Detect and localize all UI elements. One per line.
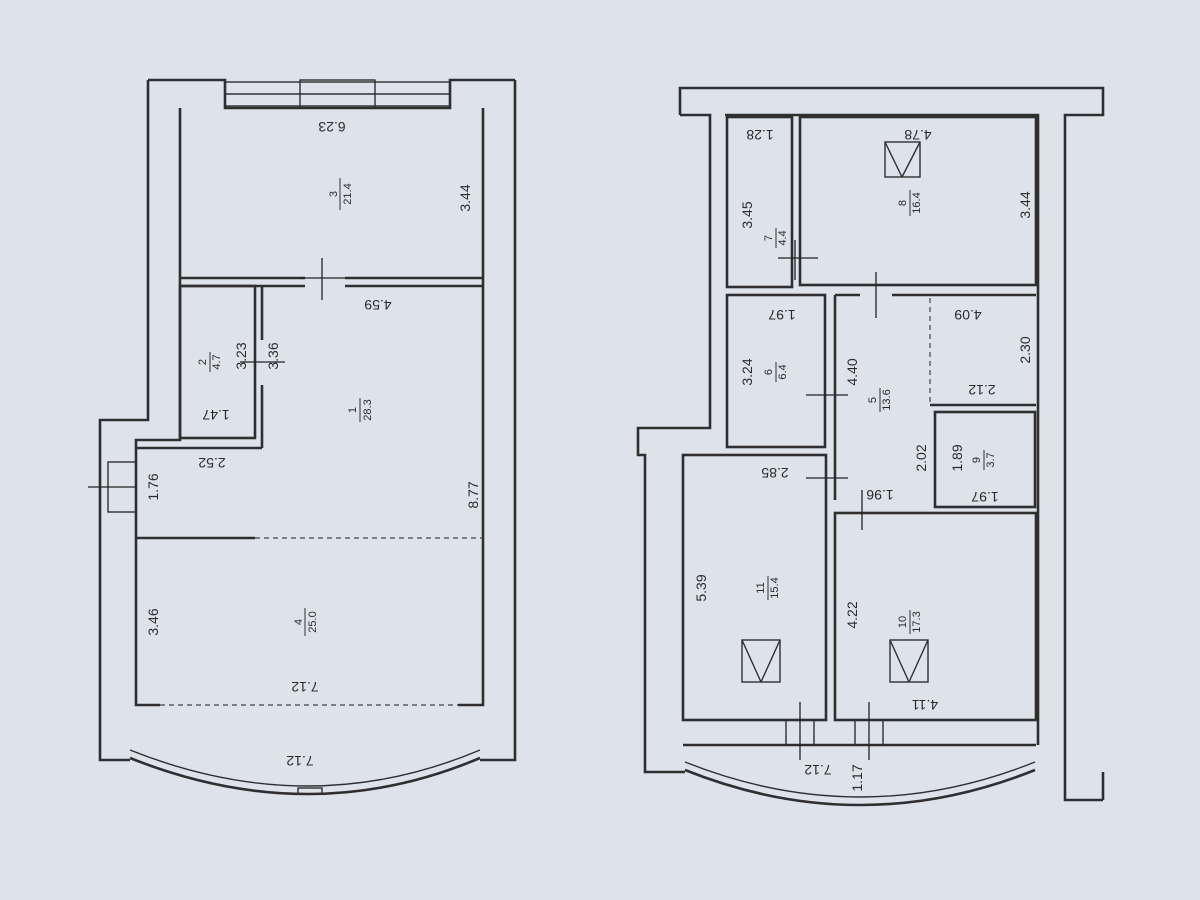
right-balcony-depth: 1.17 [849, 764, 865, 791]
room-7-depth: 3.45 [739, 201, 755, 228]
room-6-walls [725, 293, 827, 449]
room-7-number: 7 [763, 235, 775, 241]
room-7-walls [725, 115, 794, 289]
room-6-number: 6 [763, 369, 775, 375]
left-balcony-marker [297, 787, 323, 795]
room-10-ventilation [889, 639, 929, 683]
room-9-number: 9 [971, 457, 983, 463]
entrance-width: 1.76 [145, 473, 161, 500]
room-5-area: 13.6 [881, 389, 893, 410]
room-5-passage-depth: 2.02 [913, 444, 929, 471]
left-inner-perimeter-right [458, 108, 485, 707]
room-1-width: 4.59 [364, 297, 391, 313]
room-6-depth: 3.24 [739, 358, 755, 385]
right-outer-wall-left [636, 113, 712, 774]
left-outer-wall [98, 80, 150, 762]
room-9-width: 1.97 [971, 489, 998, 505]
room-1-number: 1 [347, 407, 359, 413]
room-10-depth: 4.22 [844, 601, 860, 628]
room-5-depth: 4.40 [844, 358, 860, 385]
room-5-side-depth: 2.30 [1017, 336, 1033, 363]
room-3-depth: 3.44 [457, 184, 473, 211]
room-11-area: 15.4 [769, 577, 781, 598]
room-11-walls [681, 453, 828, 722]
left-balcony-width: 7.12 [286, 753, 313, 769]
right-balcony-arc [684, 768, 1036, 807]
room-5-side-width: 2.12 [968, 382, 995, 398]
room-10-walls [833, 511, 1038, 722]
room-9-depth: 1.89 [949, 444, 965, 471]
room-5-width: 4.09 [954, 307, 981, 323]
room-3-width: 6.23 [318, 119, 345, 135]
right-inner-perimeter [725, 113, 1040, 745]
room-5-number: 5 [867, 397, 879, 403]
room-4-area: 25.0 [307, 611, 319, 632]
room-1-depth: 3.36 [265, 342, 281, 369]
room-9-area: 3.7 [985, 452, 997, 467]
room-2-area: 4.7 [211, 354, 223, 369]
room-10-width: 4.11 [912, 697, 938, 713]
room-4-width: 7.12 [291, 679, 318, 695]
room-2-width: 1.47 [202, 407, 229, 423]
room-2-number: 2 [197, 359, 209, 365]
left-top-pier [299, 79, 376, 109]
room-4-depth: 3.46 [145, 608, 161, 635]
room-7-width: 1.28 [746, 127, 773, 143]
room-9-walls [933, 410, 1037, 509]
room-11-number: 11 [755, 582, 767, 593]
room-3-number: 3 [328, 191, 340, 197]
room-4-number: 4 [293, 619, 305, 625]
room-11-width: 2.85 [761, 465, 788, 481]
room-10-number: 10 [897, 616, 909, 628]
room-8-depth: 3.44 [1017, 191, 1033, 218]
room-8-width: 4.78 [904, 127, 931, 143]
right-floor-plan: 1.28 3.45 7 4.4 4.78 3.44 8 16.4 1.97 3.… [636, 86, 1105, 807]
room-2-depth: 3.23 [233, 342, 249, 369]
left-total-depth: 8.77 [465, 481, 481, 508]
room-11-ventilation [741, 639, 781, 683]
room-6-area: 6.4 [777, 364, 789, 379]
left-floor-plan: 6.23 3.44 3 21.4 4.59 3.36 1 28.3 3.23 1… [88, 78, 517, 796]
corridor-width: 2.52 [198, 455, 225, 471]
room-8-area: 16.4 [911, 192, 923, 213]
right-balcony-width: 7.12 [804, 762, 831, 778]
right-outer-wall [678, 86, 1105, 802]
room-10-area: 17.3 [911, 611, 923, 632]
room-7-area: 4.4 [777, 230, 789, 245]
room-8-number: 8 [897, 200, 909, 206]
left-outer-wall-right [480, 80, 517, 762]
room-8-walls [798, 115, 1038, 287]
room-1-area: 28.3 [362, 399, 374, 420]
room-11-depth: 5.39 [693, 574, 709, 601]
room-5-passage-width: 1.96 [866, 487, 893, 503]
room-6-width: 1.97 [768, 307, 795, 323]
room-3-area: 21.4 [342, 183, 354, 204]
room-8-ventilation [884, 141, 921, 178]
